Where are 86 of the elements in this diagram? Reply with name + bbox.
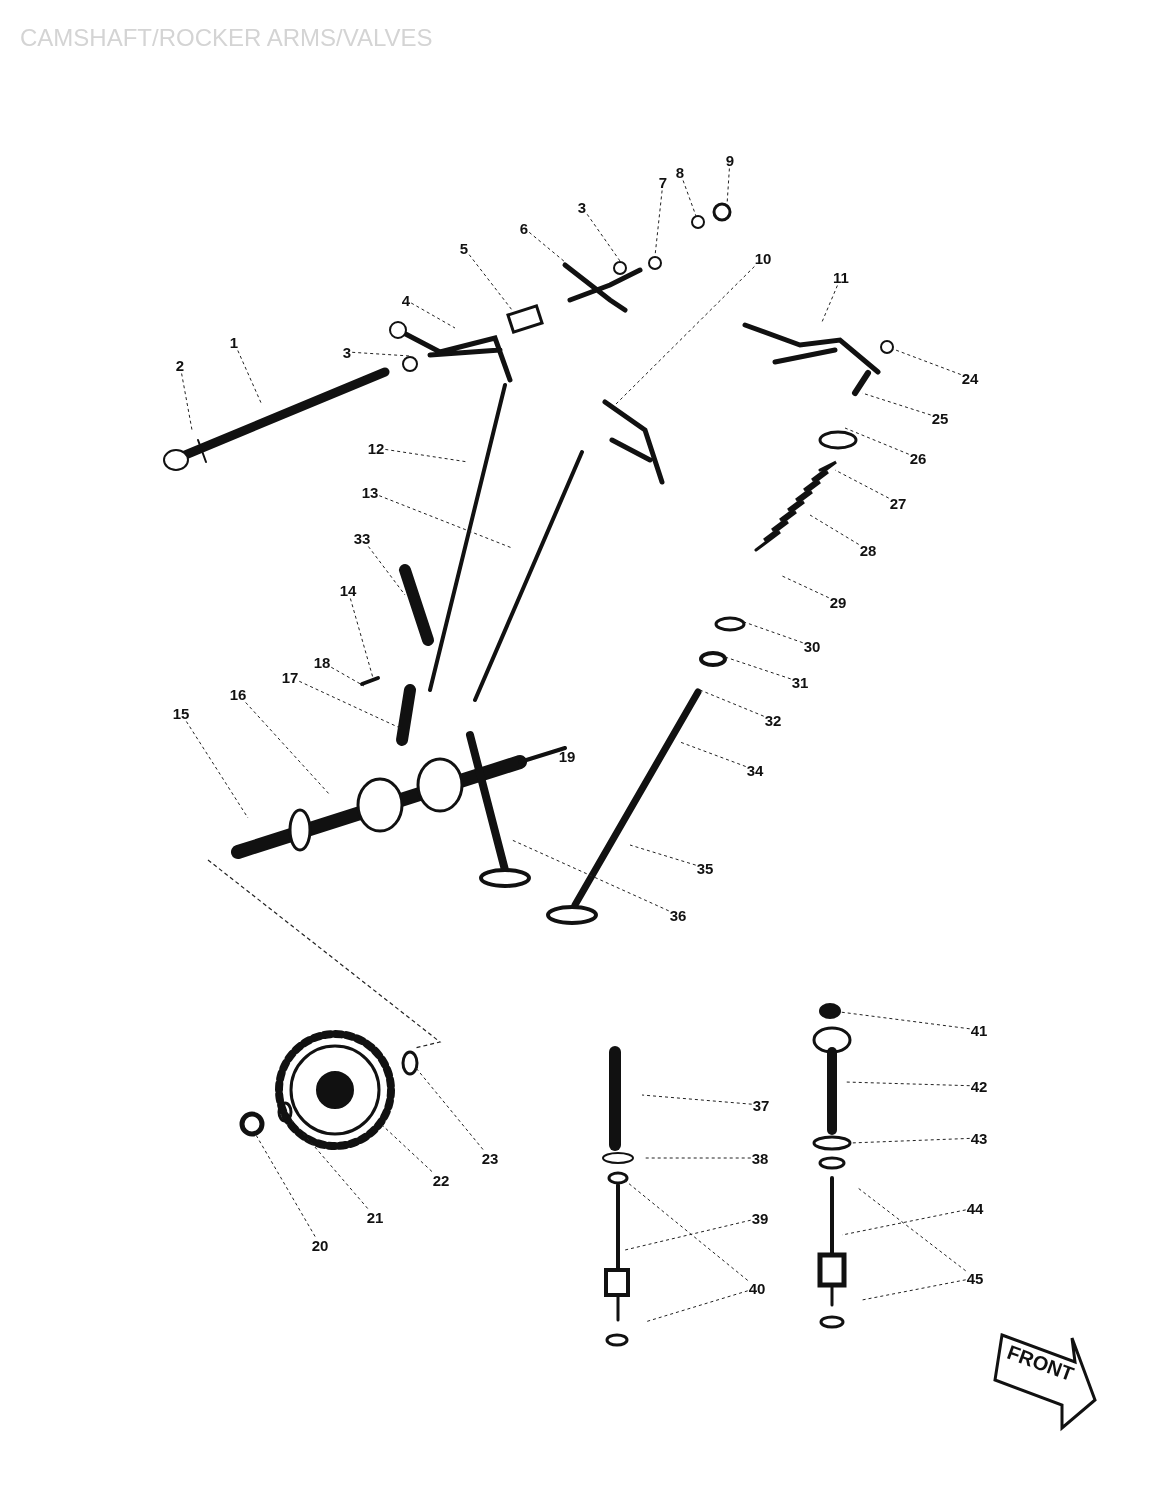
callout-number: 15 (171, 704, 191, 722)
callout-number: 4 (400, 291, 412, 309)
callout-number: 27 (888, 494, 908, 512)
callout-number: 16 (228, 685, 248, 703)
leader-line (892, 348, 962, 375)
leader-line (844, 1081, 971, 1087)
callout-number: 13 (360, 483, 380, 501)
callout-number: 3 (576, 198, 588, 216)
callout-number: 20 (310, 1236, 330, 1254)
leader-line (330, 666, 365, 687)
callout-number: 33 (352, 529, 372, 547)
leader-line (298, 680, 401, 729)
callout-number: 28 (858, 541, 878, 559)
leader-line (621, 1177, 749, 1281)
callout-number: 21 (365, 1208, 385, 1226)
leader-line (410, 302, 456, 329)
callout-number: 11 (832, 268, 850, 286)
leader-line (289, 1117, 369, 1209)
callout-number: 42 (969, 1077, 989, 1095)
callout-number: 8 (674, 163, 686, 181)
callout-number: 25 (930, 409, 950, 427)
leader-line (743, 621, 804, 644)
leader-line (682, 180, 697, 217)
leader-line (511, 839, 670, 912)
leader-line (779, 574, 830, 599)
callout-number: 29 (828, 593, 848, 611)
leader-line (644, 1290, 749, 1323)
callout-number: 45 (965, 1269, 985, 1287)
leader-line (528, 231, 566, 263)
callout-number: 38 (750, 1149, 770, 1167)
leader-line (679, 741, 747, 767)
leader-line (821, 285, 838, 323)
callout-number: 36 (668, 906, 688, 924)
callout-number: 32 (763, 711, 783, 729)
callout-number: 23 (480, 1149, 500, 1167)
callout-number: 9 (724, 151, 736, 169)
leader-line (857, 1187, 967, 1272)
callout-number: 40 (747, 1279, 767, 1297)
leader-line (699, 689, 765, 717)
callout-number: 35 (695, 859, 715, 877)
leader-line (614, 266, 755, 406)
callout-number: 31 (790, 673, 810, 691)
callout-number: 12 (366, 439, 386, 457)
callout-number: 34 (745, 761, 765, 779)
leader-line (726, 168, 730, 206)
leader-line (724, 656, 792, 680)
leader-line (378, 495, 513, 549)
callout-number: 37 (751, 1096, 771, 1114)
callout-number: 44 (965, 1199, 985, 1217)
callout-number: 10 (753, 249, 773, 267)
callout-number: 17 (280, 668, 300, 686)
leader-line (641, 1094, 753, 1105)
leader-line (415, 1067, 484, 1150)
callout-number: 41 (969, 1021, 989, 1039)
leader-line (245, 702, 331, 796)
leader-line (367, 546, 406, 596)
leader-line (255, 1134, 316, 1237)
leader-line (468, 254, 513, 311)
leader-line (629, 844, 697, 866)
callout-number: 22 (431, 1171, 451, 1189)
callout-number: 6 (518, 219, 530, 237)
callout-number: 7 (657, 173, 669, 191)
callout-number: 14 (338, 581, 358, 599)
callout-number: 39 (750, 1209, 770, 1227)
leader-line (237, 350, 263, 406)
leader-line (181, 373, 193, 431)
leader-line (861, 1279, 967, 1301)
leader-line (586, 213, 621, 262)
callout-number: 19 (557, 747, 577, 765)
callout-number: 18 (312, 653, 332, 671)
callout-number: 30 (802, 637, 822, 655)
leader-line (844, 427, 910, 455)
callout-number: 24 (960, 369, 980, 387)
leader-line (644, 1157, 752, 1159)
leader-line (809, 514, 860, 545)
callout-number: 1 (228, 333, 240, 351)
leader-line (624, 1219, 752, 1251)
callout-number: 3 (341, 343, 353, 361)
leader-line (349, 598, 374, 679)
leader-line (839, 1011, 971, 1030)
leader-line (381, 1124, 433, 1172)
leader-line (351, 351, 411, 357)
callout-number: 5 (458, 239, 470, 257)
callout-number: 26 (908, 449, 928, 467)
callout-number: 43 (969, 1129, 989, 1147)
callout-number: 2 (174, 356, 186, 374)
